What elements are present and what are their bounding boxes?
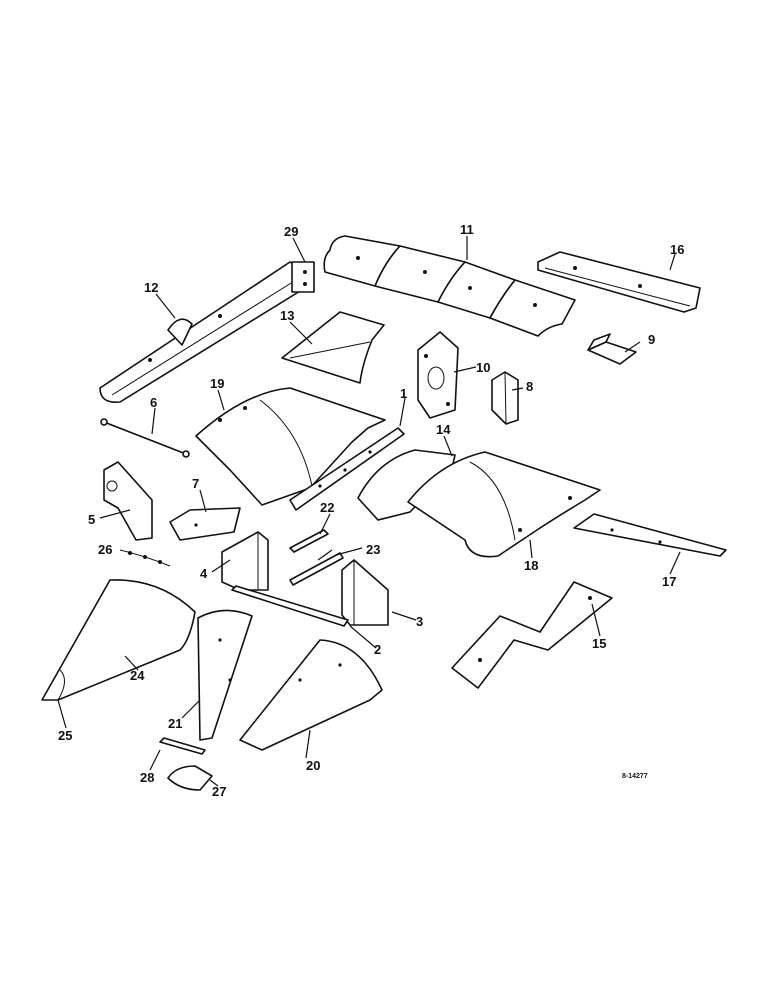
callout-28: 28 [140,770,154,785]
callout-27: 27 [212,784,226,799]
part-24-cone [41,579,196,701]
part-13-plate [281,311,385,384]
callout-21: 21 [168,716,182,731]
callout-19: 19 [210,376,224,391]
part-10-plate [417,331,459,419]
callout-29: 29 [284,224,298,239]
part-4-bracket [221,531,269,591]
part-12-arm [99,261,315,404]
part-17-bar [573,513,727,557]
callout-12: 12 [144,280,158,295]
callout-14: 14 [436,422,451,437]
part-1-strip [289,427,405,511]
callout-4: 4 [200,566,208,581]
part-3-bracket [341,559,389,626]
callout-13: 13 [280,308,294,323]
part-2-bar [231,585,349,627]
part-22-link [289,529,329,553]
callout-3: 3 [416,614,423,629]
part-7-plate [169,507,241,541]
callout-7: 7 [192,476,199,491]
callout-22: 22 [320,500,334,515]
callout-5: 5 [88,512,95,527]
callout-6: 6 [150,395,157,410]
callout-17: 17 [662,574,676,589]
callouts: 29 11 16 12 13 9 10 8 19 6 1 14 7 5 22 2… [58,222,684,799]
part-15-plate [451,581,613,689]
part-27-point [167,765,213,791]
callout-2: 2 [374,642,381,657]
callout-16: 16 [670,242,684,257]
part-18-shield [407,451,601,558]
reference-code: 8-14277 [622,773,648,780]
part-21-cone [197,609,253,741]
callout-1: 1 [400,386,407,401]
callout-8: 8 [526,379,533,394]
part-11-cover [323,235,576,337]
callout-23: 23 [366,542,380,557]
callout-26: 26 [98,542,112,557]
callout-18: 18 [524,558,538,573]
callout-15: 15 [592,636,606,651]
callout-24: 24 [130,668,145,683]
part-16-plate [537,251,701,313]
part-5-bracket [103,461,153,541]
part-6-rod [100,418,190,458]
callout-10: 10 [476,360,490,375]
callout-9: 9 [648,332,655,347]
part-19-shield [195,387,386,506]
leader-lines [57,236,681,787]
part-20-cone [239,639,383,751]
part-9-bracket [587,333,637,365]
part-26-chain [119,549,171,567]
part-28-bar [159,737,206,755]
callout-25: 25 [58,728,72,743]
callout-20: 20 [306,758,320,773]
part-23-chain [289,552,344,586]
part-8-bracket [491,371,519,425]
callout-11: 11 [460,222,474,237]
